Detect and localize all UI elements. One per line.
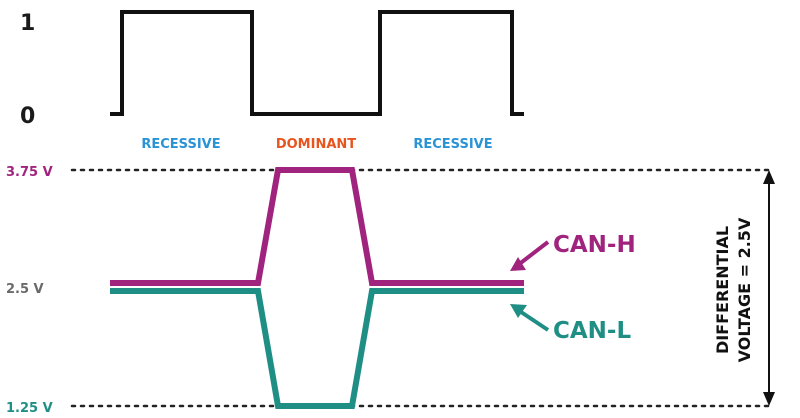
logic-high-label: 1 <box>20 11 35 36</box>
can-l-arrow-head <box>510 304 527 318</box>
can-h-arrow-head <box>510 257 526 271</box>
logic-low-label: 0 <box>20 104 35 129</box>
differential-label-line2: VOLTAGE = 2.5V <box>735 217 754 362</box>
differential-arrow-head-bottom <box>763 392 775 406</box>
differential-label-line1: DIFFERENTIAL <box>713 226 732 354</box>
can-h-waveform <box>110 167 524 286</box>
can-l-arrow-shaft <box>516 308 550 332</box>
state-label-recessive-2: RECESSIVE <box>413 137 492 152</box>
logic-square-wave <box>110 10 524 116</box>
can-l-label: CAN-L <box>553 318 631 344</box>
can-h-label: CAN-H <box>553 232 636 258</box>
differential-arrow-head-top <box>763 170 775 184</box>
can-l-waveform <box>110 288 524 409</box>
voltage-label-top: 3.75 V <box>6 165 53 180</box>
voltage-label-mid: 2.5 V <box>6 282 44 297</box>
state-label-recessive-1: RECESSIVE <box>141 137 220 152</box>
voltage-label-bottom: 1.25 V <box>6 401 53 416</box>
state-label-dominant: DOMINANT <box>276 137 356 152</box>
can-h-arrow-shaft <box>516 240 550 267</box>
